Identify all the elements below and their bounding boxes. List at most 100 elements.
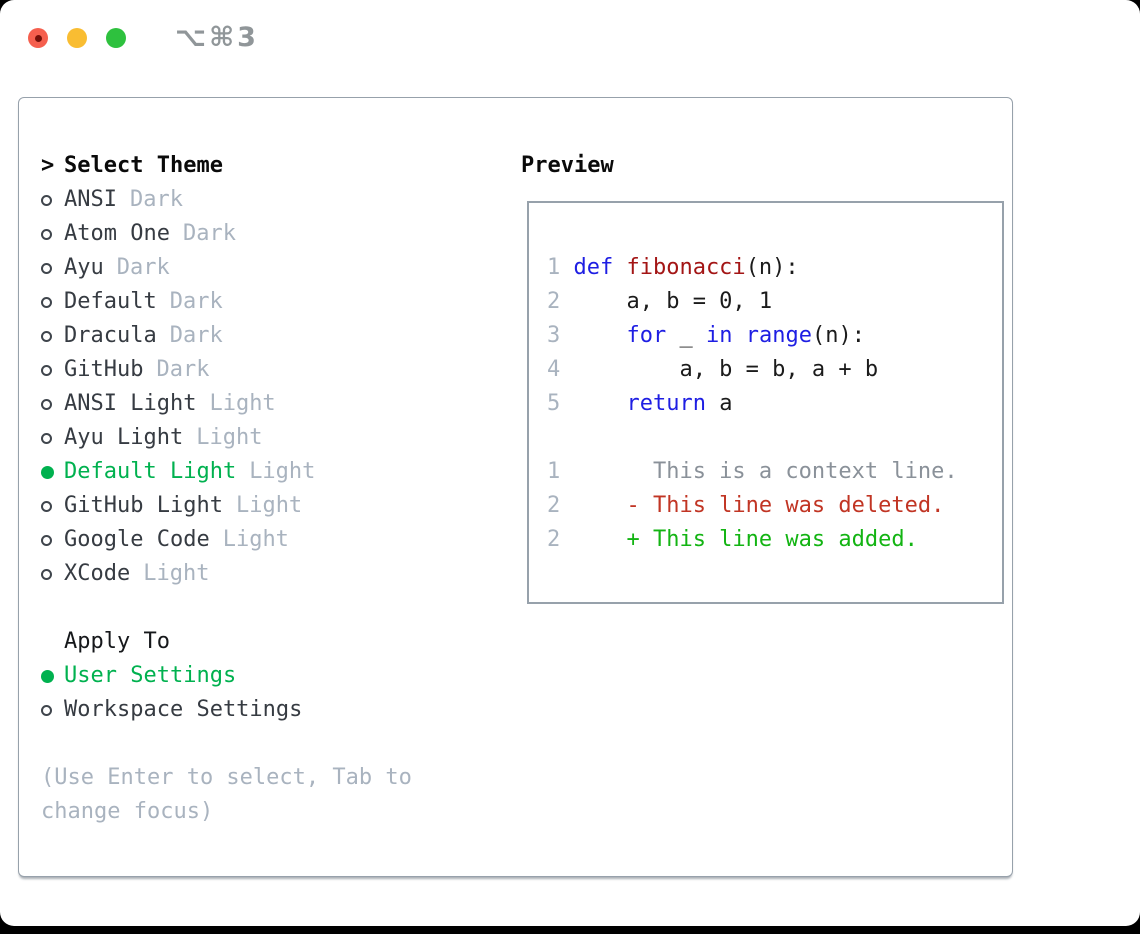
theme-option-ayu-light[interactable]: Ayu Light Light <box>41 421 486 455</box>
theme-name: Ayu <box>64 255 104 280</box>
theme-name: GitHub Light <box>64 493 223 518</box>
radio-selected-icon[interactable] <box>41 669 64 683</box>
theme-name: GitHub <box>64 357 144 382</box>
line-number: 3 <box>547 323 561 348</box>
theme-option-atom-one[interactable]: Atom One Dark <box>41 217 486 251</box>
preview-line: 2 + This line was added. <box>547 523 1002 557</box>
preview-line: 1 This is a context line. <box>547 455 1002 489</box>
code-segment <box>573 323 626 348</box>
code-segment: a, b = b, a + b <box>573 357 879 382</box>
theme-option-github-light[interactable]: GitHub Light Light <box>41 489 486 523</box>
code-segment: + This line was added. <box>573 527 918 552</box>
theme-option-default-light[interactable]: Default Light Light <box>41 455 486 489</box>
code-segment: (n): <box>745 255 799 280</box>
radio-icon[interactable] <box>41 262 64 274</box>
theme-option-github[interactable]: GitHub Dark <box>41 353 486 387</box>
radio-icon[interactable] <box>41 534 64 546</box>
apply-option-label: Workspace Settings <box>64 697 303 722</box>
apply-option-user-settings[interactable]: User Settings <box>41 659 486 693</box>
theme-variant-tag: Dark <box>129 187 183 212</box>
preview-line: 5 return a <box>547 387 1002 421</box>
radio-icon[interactable] <box>41 398 64 410</box>
hint-text: (Use Enter to select, Tab to change focu… <box>41 765 412 824</box>
code-segment: a, b = 0, 1 <box>573 289 773 314</box>
theme-variant-tag: Light <box>235 493 303 518</box>
titlebar: ⌥⌘3 <box>28 22 259 53</box>
preview-title: Preview <box>521 153 614 178</box>
maximize-button[interactable] <box>106 28 126 48</box>
window-shortcut-label: ⌥⌘3 <box>175 22 259 53</box>
radio-icon[interactable] <box>41 704 64 716</box>
theme-name: Google Code <box>64 527 210 552</box>
preview-line: 2 - This line was deleted. <box>547 489 1002 523</box>
theme-option-xcode[interactable]: XCode Light <box>41 557 486 591</box>
theme-name: Ayu Light <box>64 425 184 450</box>
theme-name: Dracula <box>64 323 157 348</box>
radio-icon[interactable] <box>41 364 64 376</box>
code-segment: a <box>705 391 733 416</box>
theme-option-ansi[interactable]: ANSI Dark <box>41 183 486 217</box>
theme-name: Atom One <box>64 221 170 246</box>
theme-name: Default <box>64 289 157 314</box>
radio-icon[interactable] <box>41 228 64 240</box>
code-segment <box>732 323 745 348</box>
apply-to-header: Apply To <box>41 625 486 659</box>
code-segment: - This line was deleted. <box>573 493 945 518</box>
line-number: 2 <box>547 493 561 518</box>
line-number: 1 <box>547 459 561 484</box>
code-segment: (n): <box>811 323 865 348</box>
cursor-indicator: > <box>41 153 55 178</box>
theme-variant-tag: Dark <box>182 221 236 246</box>
theme-variant-tag: Light <box>249 459 316 484</box>
preview-line: 2 a, b = 0, 1 <box>547 285 1002 319</box>
code-segment: def <box>573 255 627 280</box>
select-theme-header: > Select Theme <box>41 149 486 183</box>
code-segment: This is a context line. <box>573 459 958 484</box>
radio-selected-icon[interactable] <box>41 465 64 479</box>
theme-variant-tag: Dark <box>156 357 210 382</box>
close-dot-icon <box>34 34 42 42</box>
code-segment: _ <box>666 323 706 348</box>
line-number: 2 <box>547 289 561 314</box>
theme-name: XCode <box>64 561 131 586</box>
code-segment: in <box>705 323 733 348</box>
radio-icon[interactable] <box>41 330 64 342</box>
theme-name: ANSI <box>64 187 117 212</box>
radio-icon[interactable] <box>41 432 64 444</box>
code-segment: fibonacci <box>626 255 746 280</box>
spacer <box>41 727 486 761</box>
preview-line: 4 a, b = b, a + b <box>547 353 1002 387</box>
apply-option-workspace-settings[interactable]: Workspace Settings <box>41 693 486 727</box>
theme-name: Default Light <box>64 459 237 484</box>
line-number: 5 <box>547 391 561 416</box>
preview-line: 3 for _ in range(n): <box>547 319 1002 353</box>
theme-variant-tag: Light <box>143 561 210 586</box>
select-theme-title: Select Theme <box>64 153 223 178</box>
theme-variant-tag: Light <box>209 391 276 416</box>
theme-variant-tag: Light <box>196 425 263 450</box>
line-number: 4 <box>547 357 561 382</box>
radio-icon[interactable] <box>41 194 64 206</box>
radio-icon[interactable] <box>41 568 64 580</box>
close-button[interactable] <box>28 28 48 48</box>
radio-icon[interactable] <box>41 500 64 512</box>
line-number: 1 <box>547 255 561 280</box>
code-segment <box>573 391 626 416</box>
code-segment: for <box>626 323 667 348</box>
line-number: 2 <box>547 527 561 552</box>
minimize-button[interactable] <box>67 28 87 48</box>
code-segment: return <box>626 391 706 416</box>
apply-to-title: Apply To <box>64 629 170 654</box>
radio-icon[interactable] <box>41 296 64 308</box>
